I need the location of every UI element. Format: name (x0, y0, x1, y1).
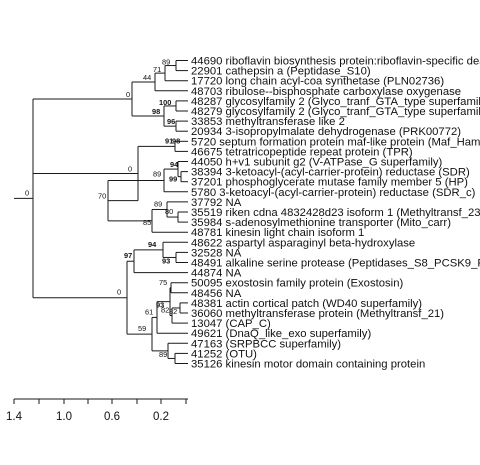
support-value: 82 (169, 307, 177, 316)
leaf-label: 44690 riboflavin biosynthesis protein:ri… (191, 56, 480, 68)
support-value: 0 (128, 164, 132, 173)
leaf-label: 36060 methyltransferase protein (Methylt… (191, 308, 444, 320)
leaf-label: 48381 actin cortical patch (WD40 superfa… (191, 298, 422, 310)
support-value: 59 (138, 324, 146, 333)
leaf-label: 35126 kinesin motor domain containing pr… (191, 359, 425, 371)
leaf-labels: 44690 riboflavin biosynthesis protein:ri… (191, 56, 480, 371)
support-value: 80 (165, 207, 173, 216)
leaf-label: 41252 (OTU) (191, 348, 257, 360)
leaf-label: 35984 s-adenosylmethionine transporter (… (191, 217, 451, 229)
support-value: 0 (117, 288, 121, 297)
leaf-label: 5720 septum formation protein maf-like p… (191, 136, 480, 148)
support-value: 96 (167, 117, 175, 126)
support-value: 93 (162, 256, 170, 265)
support-value: 94 (148, 240, 157, 249)
leaf-label: 20934 3-isopropylmalate dehydrogenase (P… (191, 126, 461, 138)
leaf-label: 50095 exostosin family protein (Exostosi… (191, 278, 403, 290)
support-value: 85 (143, 218, 151, 227)
support-value: 99 (169, 175, 177, 184)
leaf-label: 48781 kinesin light chain isoform 1 (191, 227, 364, 239)
leaf-label: 17720 long chain acyl-coa synthetase (PL… (191, 76, 444, 88)
support-value: 89 (162, 58, 170, 67)
support-value: 71 (153, 65, 161, 74)
support-value: 89 (159, 350, 167, 359)
support-value: 98 (172, 136, 180, 145)
leaf-label: 48456 NA (191, 288, 242, 300)
support-value: 94 (170, 160, 179, 169)
leaf-label: 33853 methyltransferase like 2 (191, 116, 345, 128)
support-value: 61 (145, 307, 153, 316)
leaf-label: 48491 alkaline serine protease (Peptidas… (191, 258, 480, 270)
support-value: 93 (156, 301, 164, 310)
support-value: 89 (153, 169, 161, 178)
scale-tick-label: 1.4 (6, 411, 23, 423)
support-value: 70 (98, 192, 106, 201)
leaf-label: 44874 NA (191, 268, 242, 280)
scale-tick-label: 0.2 (153, 411, 169, 423)
scale-tick-label: 0.6 (104, 411, 120, 423)
support-value: 97 (124, 251, 132, 260)
leaf-label: 13047 (CAP_C) (191, 318, 271, 330)
leaf-label: 35519 riken cdna 4832428d23 isoform 1 (M… (191, 207, 480, 219)
scale-tick-label: 1.0 (56, 411, 72, 423)
support-values: 8971440100969809198899499708980850949397… (25, 58, 180, 359)
leaf-label: 37201 phosphoglycerate mutase family mem… (191, 177, 468, 189)
leaf-label: 32528 NA (191, 247, 242, 259)
leaf-label: 37792 NA (191, 197, 242, 209)
leaf-label: 48622 aspartyl asparaginyl beta-hydroxyl… (191, 237, 415, 249)
scale-axis: 1.4 1.0 0.6 0.2 (6, 399, 187, 423)
leaf-label: 47163 (SRPBCC superfamily) (191, 338, 341, 350)
support-value: 44 (143, 73, 151, 82)
support-value: 0 (25, 188, 29, 197)
support-value: 89 (154, 199, 162, 208)
leaf-label: 46675 tetratricopeptide repeat protein (… (191, 146, 413, 158)
leaf-label: 5780 3-ketoacyl-(acyl-carrier-protein) r… (191, 187, 476, 199)
support-value: 100 (159, 98, 171, 107)
leaf-label: 38394 3-ketoacyl-(acyl-carrier-protein) … (191, 167, 470, 179)
support-value: 0 (126, 90, 130, 99)
support-value: 91 (165, 136, 173, 145)
support-value: 82 (161, 306, 169, 315)
support-value: 75 (159, 278, 167, 287)
leaf-label: 49621 (DnaQ_like_exo superfamily) (191, 328, 371, 340)
leaf-label: 44050 h+v1 subunit g2 (V-ATPase_G superf… (191, 157, 443, 169)
leaf-label: 22901 cathepsin a (Peptidase_S10) (191, 66, 371, 78)
leaf-label: 48287 glycosylfamily 2 (Glyco_tranf_GTA_… (191, 96, 480, 108)
leaf-label: 48279 glycosylfamily 2 (Glyco_tranf_GTA_… (191, 106, 480, 118)
tree-branches (14, 60, 188, 400)
leaf-label: 48703 ribulose--bisphosphate carboxylase… (191, 86, 461, 98)
support-value: 98 (152, 107, 160, 116)
